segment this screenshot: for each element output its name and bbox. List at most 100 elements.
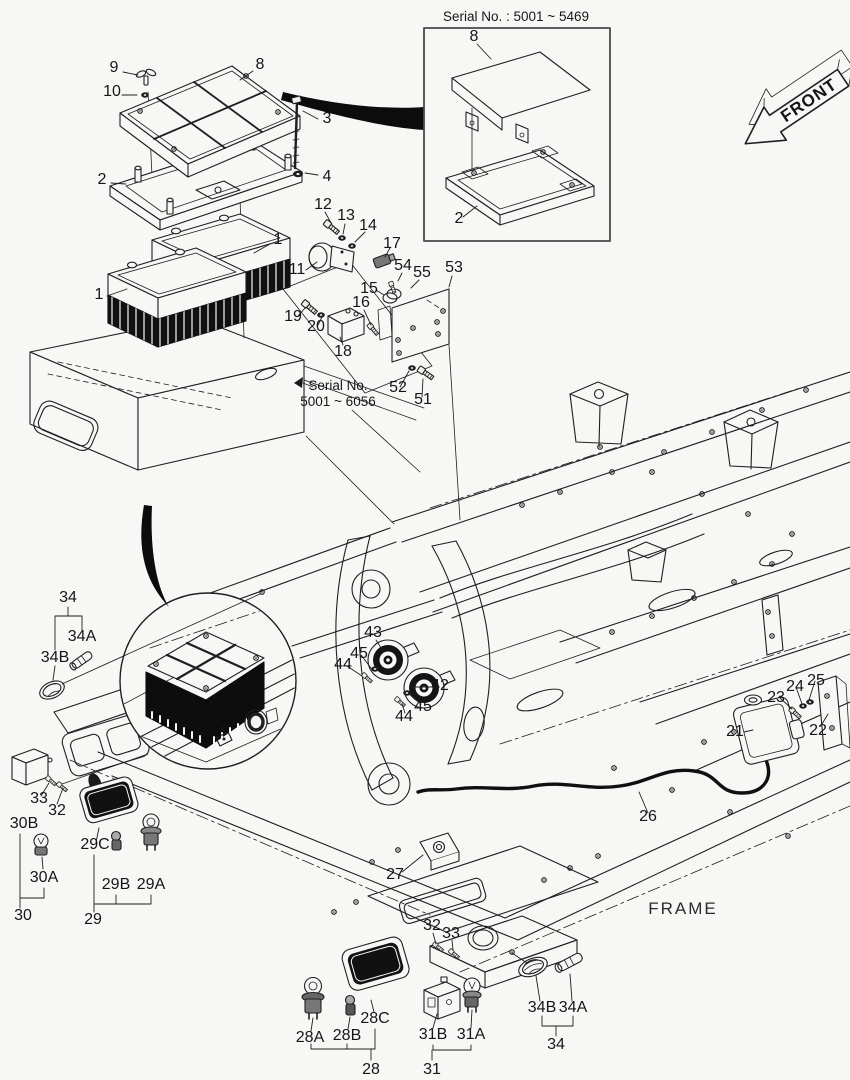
part-label-34-left: 34 (59, 589, 77, 606)
part-label-12: 12 (314, 196, 332, 213)
washer-25 (805, 698, 815, 706)
bolt-19 (300, 298, 319, 316)
frame-structure (53, 365, 850, 989)
part-label-34a-bottom: 34A (559, 999, 588, 1016)
part-label-15: 15 (360, 280, 378, 297)
part-label-28b: 28B (333, 1027, 361, 1044)
part-label-inset-8: 8 (470, 28, 479, 45)
part-label-29: 29 (84, 911, 102, 928)
part-label-28a: 28A (296, 1029, 325, 1046)
part-label-30b: 30B (10, 815, 38, 832)
part-label-43: 43 (364, 624, 382, 641)
swoosh-arrow-left (141, 505, 169, 607)
tank-bracket-22 (817, 675, 850, 751)
part-label-30a: 30A (30, 869, 59, 886)
part-label-34a-left: 34A (68, 628, 97, 645)
washer-14 (347, 242, 357, 250)
inset-title: Serial No. : 5001 ~ 5469 (443, 9, 589, 24)
plug-34b-bottom (518, 956, 548, 978)
battery-front (107, 247, 247, 348)
part-label-28: 28 (362, 1061, 380, 1078)
part-label-1-lower: 1 (95, 286, 104, 303)
part-label-11: 11 (289, 261, 306, 278)
part-label-51: 51 (414, 391, 432, 408)
mount-tower (627, 541, 667, 583)
bulb-29a (140, 813, 162, 851)
detail-circle-content (121, 597, 295, 768)
part-label-52: 52 (389, 379, 407, 396)
horn-group (360, 639, 456, 709)
bulb-28a (301, 976, 325, 1020)
battery-cover (119, 65, 301, 178)
serial-note-line1: Serial No. (308, 378, 367, 393)
part-label-34b-left: 34B (41, 649, 69, 666)
part-label-25: 25 (807, 672, 825, 689)
battery-relay (308, 242, 355, 273)
part-label-29c: 29C (80, 836, 109, 853)
lamp-29c (79, 776, 139, 824)
lamp-28c (341, 936, 410, 991)
part-label-45-b: 45 (414, 698, 432, 715)
part-label-21: 21 (726, 723, 744, 740)
wing-bolt (135, 68, 157, 86)
part-label-13: 13 (337, 207, 355, 224)
part-label-33-left: 33 (30, 790, 48, 807)
serial-note-arrow (294, 377, 303, 388)
mount-tower (723, 409, 779, 470)
part-label-44-b: 44 (395, 708, 413, 725)
part-label-31b: 31B (419, 1026, 447, 1043)
part-label-26: 26 (639, 808, 657, 825)
plug-34b-left (39, 680, 65, 700)
part-label-19: 19 (284, 308, 302, 325)
part-label-31a: 31A (457, 1026, 486, 1043)
inset-serial-box (423, 27, 611, 242)
bulb-30a (33, 833, 49, 856)
part-label-42: 42 (431, 677, 449, 694)
part-label-16: 16 (352, 294, 370, 311)
bulb-28b (344, 994, 356, 1016)
leader-lines (19, 43, 829, 1061)
part-label-4: 4 (323, 168, 332, 185)
bracket-27 (419, 832, 460, 871)
serial-note-line2: 5001 ~ 6056 (300, 394, 375, 409)
relay-plate-group (282, 218, 461, 521)
plug-34a-left (69, 651, 93, 671)
washer-13 (337, 234, 347, 242)
part-label-55: 55 (413, 264, 431, 281)
screw-33-left (44, 774, 58, 787)
part-label-33-bottom: 33 (442, 925, 460, 942)
front-direction-arrow: FRONT (744, 49, 850, 145)
part-label-34-bottom: 34 (547, 1036, 565, 1053)
bottom-lamp-cluster (301, 936, 583, 1020)
battery-assembly-exploded (29, 65, 305, 471)
part-label-1-upper: 1 (274, 231, 283, 248)
rod-bolt-3 (291, 95, 302, 170)
part-label-23: 23 (767, 689, 785, 706)
washer-hose (416, 758, 771, 795)
plug-34a-bottom (554, 952, 583, 973)
swoosh-arrow-top (281, 92, 424, 130)
part-label-53: 53 (445, 259, 463, 276)
part-label-29a: 29A (137, 876, 166, 893)
part-label-10: 10 (103, 83, 121, 100)
front-label: FRONT (777, 75, 840, 126)
part-label-inset-2: 2 (455, 210, 464, 227)
connector-17 (372, 253, 396, 269)
part-label-54: 54 (394, 257, 412, 274)
nut-4 (293, 170, 303, 178)
part-label-22: 22 (809, 722, 827, 739)
part-label-18: 18 (334, 343, 352, 360)
bolt-16 (366, 321, 380, 337)
part-labels: Serial No. : 5001 ~ 5469 Serial No. 5001… (10, 9, 827, 1078)
bottom-lamp-recess (398, 877, 487, 925)
bolt-51 (416, 365, 435, 382)
part-label-17: 17 (383, 235, 401, 252)
part-label-45-a: 45 (350, 645, 368, 662)
bulb-31a (462, 977, 482, 1013)
bulb-29b (110, 830, 122, 851)
frame-label: FRAME (648, 899, 718, 918)
mount-tower (569, 381, 629, 447)
clamp-15 (382, 280, 402, 304)
